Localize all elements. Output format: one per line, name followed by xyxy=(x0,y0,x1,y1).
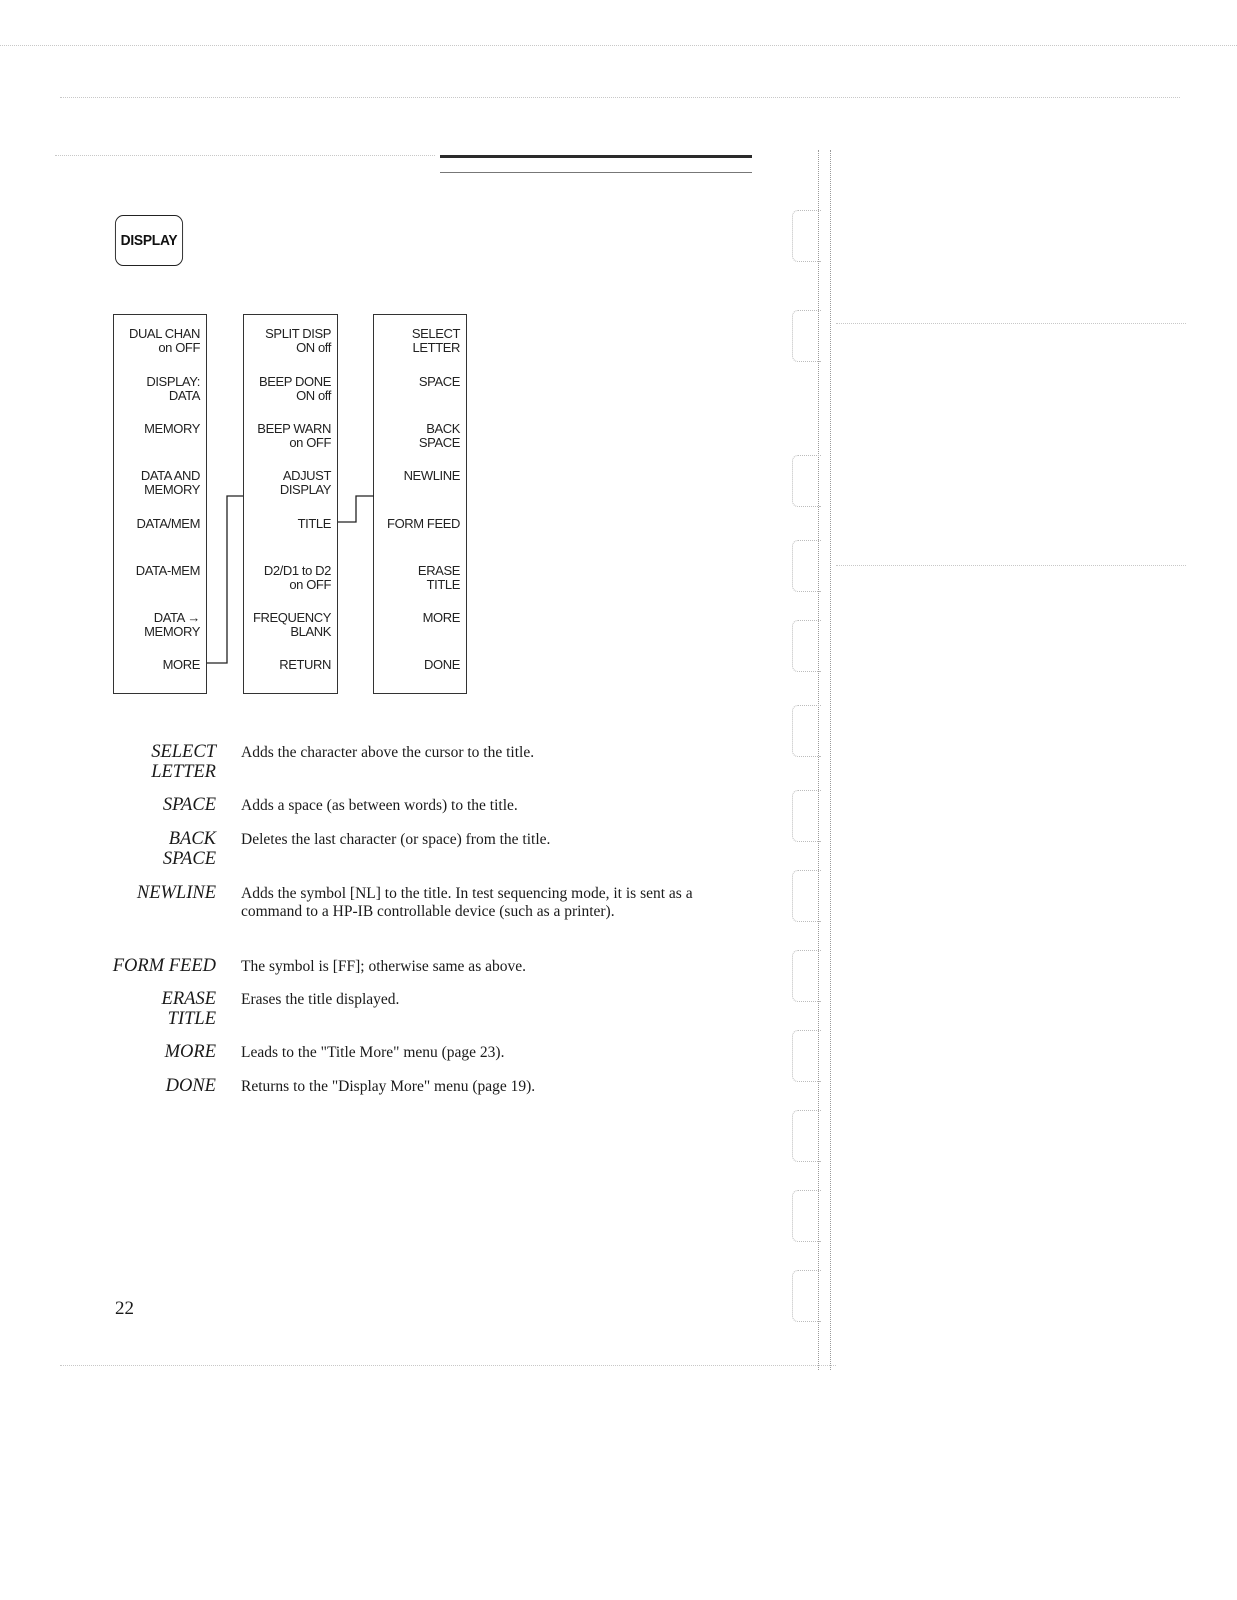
definition-term: BACK SPACE xyxy=(162,829,216,869)
scan-artifact-line xyxy=(55,155,435,156)
definition-description: Adds a space (as between words) to the t… xyxy=(241,797,518,814)
definition-description: Adds the symbol [NL] to the title. In te… xyxy=(241,885,693,920)
softkey-back-space: BACK SPACE xyxy=(418,421,461,450)
softkey-return: RETURN xyxy=(279,657,331,672)
scan-artifact-line xyxy=(836,323,1186,324)
display-key-label: DISPLAY xyxy=(120,232,178,249)
page-number: 22 xyxy=(115,1298,134,1319)
softkey-beep-done: BEEP DONE ON off xyxy=(258,374,331,403)
definition-description: Deletes the last character (or space) fr… xyxy=(241,831,551,848)
softkey-d2-d1-to-d2: D2/D1 to D2 on OFF xyxy=(263,563,332,592)
softkey-data-div-mem: DATA/MEM xyxy=(136,516,201,531)
definition-description: Returns to the "Display More" menu (page… xyxy=(241,1078,536,1095)
display-submenu: SPLIT DISP ON off BEEP DONE ON off BEEP … xyxy=(243,314,338,694)
softkey-title-more: MORE xyxy=(422,610,461,625)
scan-artifact-line xyxy=(60,97,1180,98)
softkey-done: DONE xyxy=(424,657,460,672)
menu-connector-more xyxy=(207,495,243,664)
display-key: DISPLAY xyxy=(114,215,184,266)
definition-description: Adds the character above the cursor to t… xyxy=(241,744,535,761)
header-rule xyxy=(440,155,752,158)
menu-connector-title xyxy=(338,495,374,523)
scan-artifact-line xyxy=(836,565,1186,566)
definition-description: Erases the title displayed. xyxy=(241,991,400,1008)
definition-term: DONE xyxy=(165,1076,216,1096)
softkey-form-feed: FORM FEED xyxy=(387,516,460,531)
definition-term: MORE xyxy=(164,1042,216,1062)
definition-description: Leads to the "Title More" menu (page 23)… xyxy=(241,1044,505,1061)
softkey-data-and-memory: DATA AND MEMORY xyxy=(140,468,201,497)
title-menu: SELECT LETTER SPACE BACK SPACE NEWLINE F… xyxy=(373,314,467,694)
scan-artifact-line xyxy=(0,45,1237,46)
softkey-adjust-display: ADJUST DISPLAY xyxy=(279,468,332,497)
softkey-newline: NEWLINE xyxy=(403,468,461,483)
header-rule-thin xyxy=(440,172,752,173)
softkey-title: TITLE xyxy=(297,516,332,531)
softkey-memory: MEMORY xyxy=(144,421,200,436)
softkey-split-disp: SPLIT DISP ON off xyxy=(265,326,331,355)
softkey-erase-title: ERASE TITLE xyxy=(417,563,460,592)
softkey-space: SPACE xyxy=(418,374,461,389)
softkey-display-data: DISPLAY: DATA xyxy=(146,374,200,403)
softkey-dual-chan: DUAL CHAN on OFF xyxy=(128,326,200,355)
definition-description: The symbol is [FF]; otherwise same as ab… xyxy=(241,958,526,975)
definition-term: ERASE TITLE xyxy=(161,989,216,1029)
softkey-data-to-memory: DATA → MEMORY xyxy=(144,610,200,639)
softkey-data-minus-mem: DATA-MEM xyxy=(135,563,201,578)
definition-term: SELECT LETTER xyxy=(151,742,216,782)
page-edge-tabs xyxy=(790,150,836,1370)
display-more-menu: DUAL CHAN on OFF DISPLAY: DATA MEMORY DA… xyxy=(113,314,207,694)
definition-term: NEWLINE xyxy=(136,883,216,903)
definition-term: FORM FEED xyxy=(112,956,216,976)
softkey-more: MORE xyxy=(162,657,201,672)
softkey-select-letter: SELECT LETTER xyxy=(411,326,461,355)
softkey-frequency-blank: FREQUENCY BLANK xyxy=(252,610,331,639)
definition-term: SPACE xyxy=(162,795,216,815)
scan-artifact-line xyxy=(60,1365,836,1366)
softkey-beep-warn: BEEP WARN on OFF xyxy=(257,421,331,450)
